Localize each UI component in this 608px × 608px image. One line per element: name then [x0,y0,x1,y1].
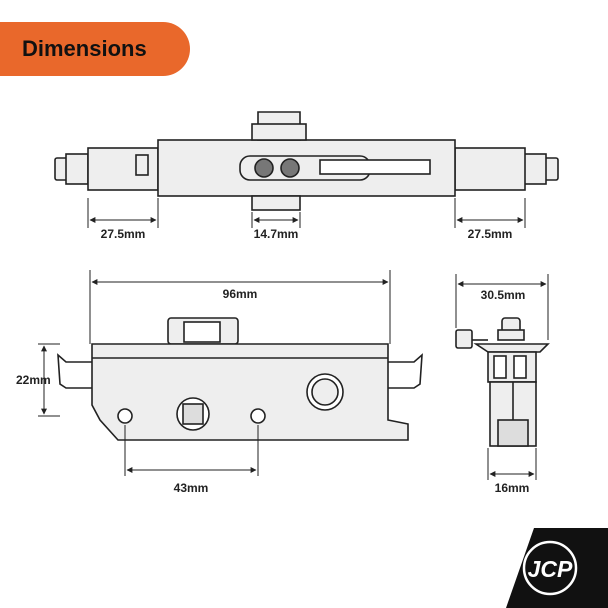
end-top-collar [497,329,525,341]
right-pin [523,153,547,185]
main-body [91,343,409,441]
hole-left [254,158,274,178]
jcp-logo: JCP [506,528,608,608]
top-cap-base [251,123,307,141]
logo-text: JCP [528,556,573,582]
right-end-dimension: 27.5mm [468,227,513,241]
section-title: Dimensions [22,36,147,61]
center-dimension: 14.7mm [254,227,299,241]
hole-right [280,158,300,178]
left-pin [65,153,89,185]
top-knob-inner [183,321,221,343]
mounting-hole-right [250,408,266,424]
height-dimension: 22mm [16,373,51,387]
right-bar [454,147,526,191]
mounting-hole-left [117,408,133,424]
side-view-dimensions [38,270,391,476]
section-header: Dimensions [0,22,190,76]
side-view [57,317,423,441]
left-hook [57,353,92,389]
top-view-dimensions [87,198,526,228]
end-view [455,317,550,447]
end-slot [493,355,507,379]
width-dimension: 30.5mm [481,288,526,302]
length-dimension: 96mm [223,287,258,301]
end-knob-left [455,329,473,349]
left-slot [135,154,149,176]
end-base-block [497,419,529,447]
square-spindle [182,403,204,425]
slot-track [319,159,431,175]
round-boss-inner [311,378,339,406]
end-view-dimensions [455,274,549,480]
top-view [54,111,559,211]
hole-spacing-dimension: 43mm [174,481,209,495]
depth-dimension: 16mm [495,481,530,495]
end-slot-2 [513,355,527,379]
lower-cap [251,195,301,211]
end-flange [473,343,550,353]
left-end-dimension: 27.5mm [101,227,146,241]
right-hook [388,353,423,389]
